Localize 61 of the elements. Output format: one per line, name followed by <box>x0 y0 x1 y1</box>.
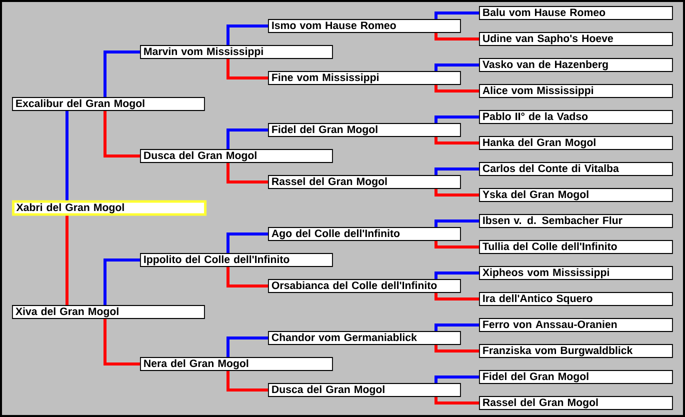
name-box: Chandor vom Germaniablick <box>268 331 461 345</box>
name-box: Hanka del Gran Mogol <box>479 136 673 150</box>
name-box: Nera del Gran Mogol <box>140 357 333 371</box>
name-box: Vasko van de Hazenberg <box>479 58 673 72</box>
connector-line <box>226 162 268 184</box>
connector-line <box>434 188 479 196</box>
highlighted-name-box: Xabri del Gran Mogol <box>12 200 206 216</box>
connector-line <box>226 266 268 288</box>
name-box: Carlos del Conte di Vitalba <box>479 162 673 176</box>
connector-line <box>104 318 140 366</box>
connector-line <box>434 136 479 144</box>
name-box: Udine van Sapho's Hoeve <box>479 32 673 46</box>
connector-line <box>434 292 479 300</box>
connector-line <box>434 272 479 280</box>
name-box: Fidel del Gran Mogol <box>479 370 673 384</box>
name-box: Ferro von Anssau-Oranien <box>479 318 673 332</box>
name-box: Xipheos vom Mississippi <box>479 266 673 280</box>
connector-line <box>434 84 479 92</box>
name-box: Balu vom Hause Romeo <box>479 6 673 20</box>
connector-line <box>226 232 268 254</box>
connector-line <box>104 110 140 158</box>
connector-line <box>226 370 268 392</box>
name-box: Tullia del Colle dell'Infinito <box>479 240 673 254</box>
name-box: Ago del Colle dell'Infinito <box>268 227 461 241</box>
connector-line <box>434 240 479 248</box>
connector-line <box>434 344 479 352</box>
connector-line <box>226 128 268 150</box>
connector-line <box>434 396 479 404</box>
name-box: Ippolito del Colle dell'Infinito <box>140 253 333 267</box>
connector-line <box>104 258 140 306</box>
connector-line <box>66 216 68 306</box>
connector-line <box>434 64 479 72</box>
connector-line <box>434 376 479 384</box>
connector-line <box>434 220 479 228</box>
name-box: Ira dell'Antico Squero <box>479 292 673 306</box>
connector-line <box>104 50 140 98</box>
connector-line <box>434 12 479 20</box>
name-box: Orsabianca del Colle dell'Infinito <box>268 279 461 293</box>
name-box: Fine vom Mississippi <box>268 71 461 85</box>
name-box: Dusca del Gran Mogol <box>268 383 461 397</box>
connector-line <box>434 116 479 124</box>
connector-line <box>434 168 479 176</box>
name-box: Yska del Gran Mogol <box>479 188 673 202</box>
connector-line <box>434 324 479 332</box>
name-box: Rassel del Gran Mogol <box>268 175 461 189</box>
name-box: Marvin vom Mississippi <box>140 45 333 59</box>
connector-line <box>226 24 268 46</box>
name-box: Rassel del Gran Mogol <box>479 396 673 410</box>
name-box: Excalibur del Gran Mogol <box>12 97 205 111</box>
connector-line <box>434 32 479 40</box>
connector-line <box>226 58 268 80</box>
name-box: Ismo vom Hause Romeo <box>268 19 461 33</box>
name-box: Pablo II° de la Vadso <box>479 110 673 124</box>
name-box: Dusca del Gran Mogol <box>140 149 333 163</box>
name-box: Ibsen v. d. Sembacher Flur <box>479 214 673 228</box>
name-box: Fidel del Gran Mogol <box>268 123 461 137</box>
name-box: Xiva del Gran Mogol <box>12 305 205 319</box>
connector-line <box>226 336 268 358</box>
name-box: Franziska vom Burgwaldblick <box>479 344 673 358</box>
connector-line <box>66 110 68 200</box>
name-box: Alice vom Mississippi <box>479 84 673 98</box>
